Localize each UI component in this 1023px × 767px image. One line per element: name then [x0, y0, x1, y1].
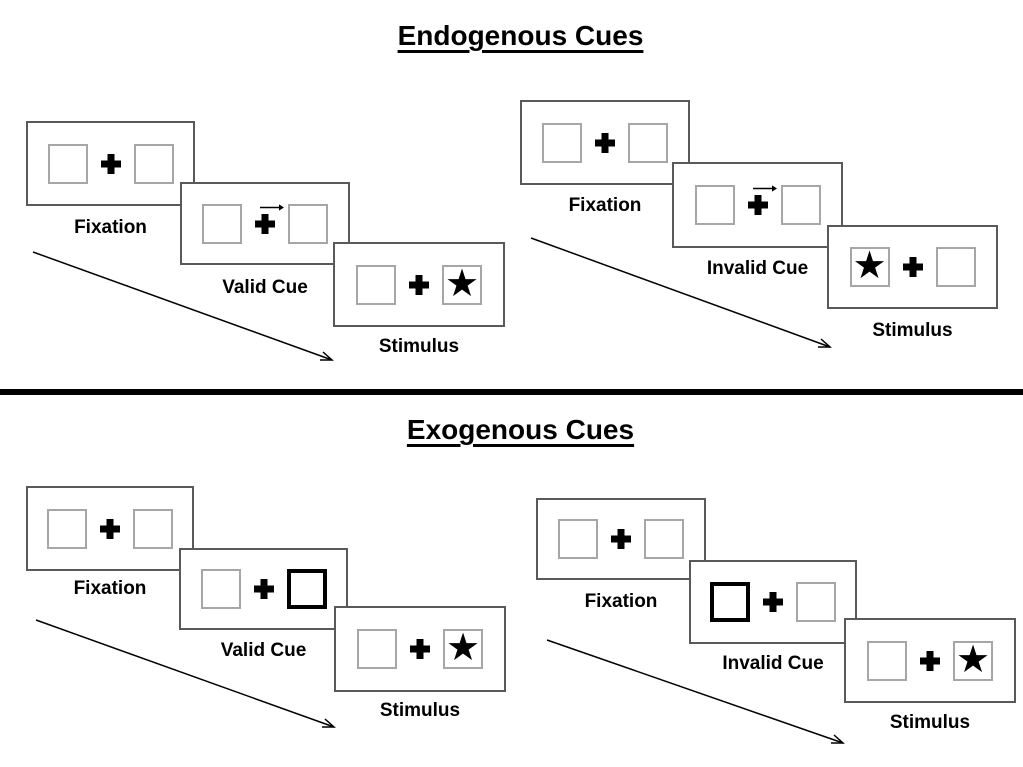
fixation-cross-icon [409, 274, 429, 295]
cue-label: Valid Cue [222, 277, 308, 298]
fixation-label: Fixation [74, 217, 147, 238]
right-placeholder-box [644, 519, 684, 559]
star-icon: ★ [852, 247, 887, 287]
left-placeholder-box [200, 569, 241, 609]
fixation-cross-icon [763, 592, 783, 612]
fixation-cross-icon [100, 153, 121, 174]
fixation-label: Fixation [73, 578, 147, 599]
endo-valid-stimulus-panel: ★ [333, 242, 505, 327]
right-placeholder-box [628, 122, 668, 163]
left-placeholder-box [867, 640, 907, 681]
star-stimulus-box: ★ [849, 247, 890, 287]
right-placeholder-box [133, 143, 174, 184]
left-placeholder-box [202, 203, 242, 244]
star-icon: ★ [444, 264, 480, 305]
star-stimulus-box: ★ [442, 264, 482, 305]
timeline-arrow [35, 619, 336, 728]
right-arrow-cue-icon [752, 180, 777, 198]
star-stimulus-box: ★ [443, 629, 483, 669]
right-placeholder-box [288, 203, 328, 244]
stimulus-label: Stimulus [378, 336, 460, 357]
endo-valid-fixation-panel [26, 121, 195, 206]
star-icon: ★ [955, 640, 991, 681]
right-placeholder-box [935, 247, 976, 287]
stimulus-label: Stimulus [872, 320, 953, 341]
section-divider [0, 389, 1023, 395]
stimulus-label: Stimulus [379, 700, 461, 721]
star-icon: ★ [445, 629, 481, 669]
endo-invalid-stimulus-panel: ★ [827, 225, 998, 309]
cue-label: Valid Cue [220, 640, 307, 661]
cue-label: Invalid Cue [706, 258, 809, 279]
bold-cue-box [710, 582, 750, 622]
timeline-arrow [530, 237, 832, 348]
right-placeholder-box [796, 582, 836, 622]
cue-label: Invalid Cue [722, 653, 824, 674]
timeline-arrow [546, 639, 845, 744]
exo-valid-stimulus-panel: ★ [334, 606, 506, 692]
fixation-cross-icon [255, 203, 284, 234]
left-placeholder-box [357, 629, 397, 669]
fixation-label: Fixation [584, 591, 658, 612]
fixation-cross-icon [253, 579, 274, 599]
left-placeholder-box [47, 508, 87, 549]
right-placeholder-box [133, 508, 173, 549]
fixation-cross-icon [100, 518, 120, 539]
fixation-cross-icon [902, 257, 923, 277]
exogenous-section-title: Exogenous Cues [406, 414, 635, 445]
fixation-cross-icon [611, 529, 631, 549]
fixation-cross-icon [410, 639, 430, 659]
exo-valid-cue-panel [179, 548, 348, 630]
left-placeholder-box [558, 519, 598, 559]
exo-invalid-fixation-panel [536, 498, 706, 580]
fixation-label: Fixation [568, 195, 642, 216]
stimulus-label: Stimulus [889, 712, 971, 733]
endo-invalid-fixation-panel [520, 100, 690, 185]
left-placeholder-box [47, 143, 88, 184]
timeline-arrow [32, 251, 334, 361]
fixation-cross-icon [595, 132, 615, 153]
fixation-cross-icon [920, 650, 940, 671]
left-placeholder-box [694, 185, 735, 225]
star-stimulus-box: ★ [953, 640, 993, 681]
fixation-cross-icon [747, 185, 777, 215]
right-arrow-cue-icon [260, 199, 284, 217]
left-placeholder-box [542, 122, 582, 163]
endo-valid-cue-panel [180, 182, 350, 265]
right-placeholder-box [780, 185, 821, 225]
bold-cue-box [286, 569, 327, 609]
left-placeholder-box [356, 264, 396, 305]
endogenous-section-title: Endogenous Cues [397, 20, 644, 51]
exo-valid-fixation-panel [26, 486, 194, 571]
exo-invalid-stimulus-panel: ★ [844, 618, 1016, 703]
exo-invalid-cue-panel [689, 560, 857, 644]
endo-invalid-cue-panel [672, 162, 843, 248]
